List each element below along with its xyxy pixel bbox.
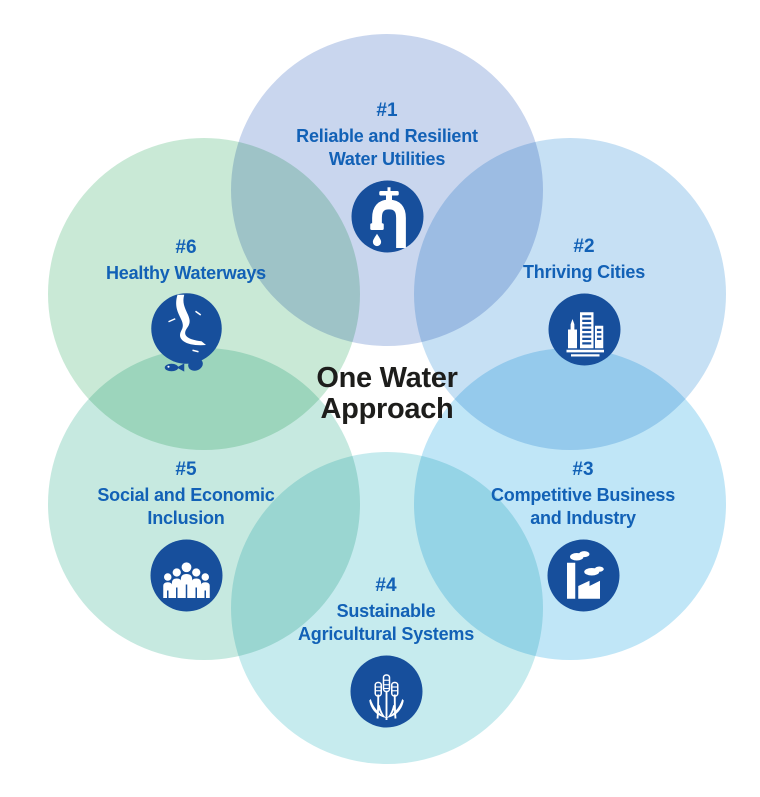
circle-healthy-waterways <box>48 138 360 450</box>
factory-icon <box>546 530 621 613</box>
segment-label: Reliable and Resilient Water Utilities <box>296 126 478 169</box>
segment-number: #4 <box>375 575 397 596</box>
segment-label: Social and Economic Inclusion <box>97 485 275 528</box>
faucet-icon <box>350 171 425 254</box>
segment-number: #5 <box>175 459 197 480</box>
segment-label: Competitive Business and Industry <box>490 485 676 528</box>
segment-business-industry: #3 Competitive Business and Industry <box>458 459 708 613</box>
segment-label: Healthy Waterways <box>106 263 266 283</box>
segment-water-utilities: #1 Reliable and Resilient Water Utilitie… <box>262 100 512 254</box>
river-fish-icon <box>149 285 224 376</box>
segment-label: Thriving Cities <box>522 262 646 282</box>
diagram-title: One Water Approach <box>316 362 458 425</box>
segment-social-inclusion: #5 Social and Economic Inclusion <box>61 459 311 613</box>
segment-agricultural-systems: #4 Sustainable Agricultural Systems <box>261 575 511 729</box>
segment-number: #2 <box>573 236 595 257</box>
segment-number: #1 <box>376 100 398 121</box>
segment-healthy-waterways: #6 Healthy Waterways <box>61 237 311 376</box>
segment-number: #6 <box>175 237 197 258</box>
people-icon <box>149 530 224 613</box>
segment-number: #3 <box>572 459 594 480</box>
segment-thriving-cities: #2 Thriving Cities <box>459 236 709 367</box>
city-buildings-icon <box>547 284 622 367</box>
wheat-icon <box>349 646 424 729</box>
segment-label: Sustainable Agricultural Systems <box>297 601 475 644</box>
